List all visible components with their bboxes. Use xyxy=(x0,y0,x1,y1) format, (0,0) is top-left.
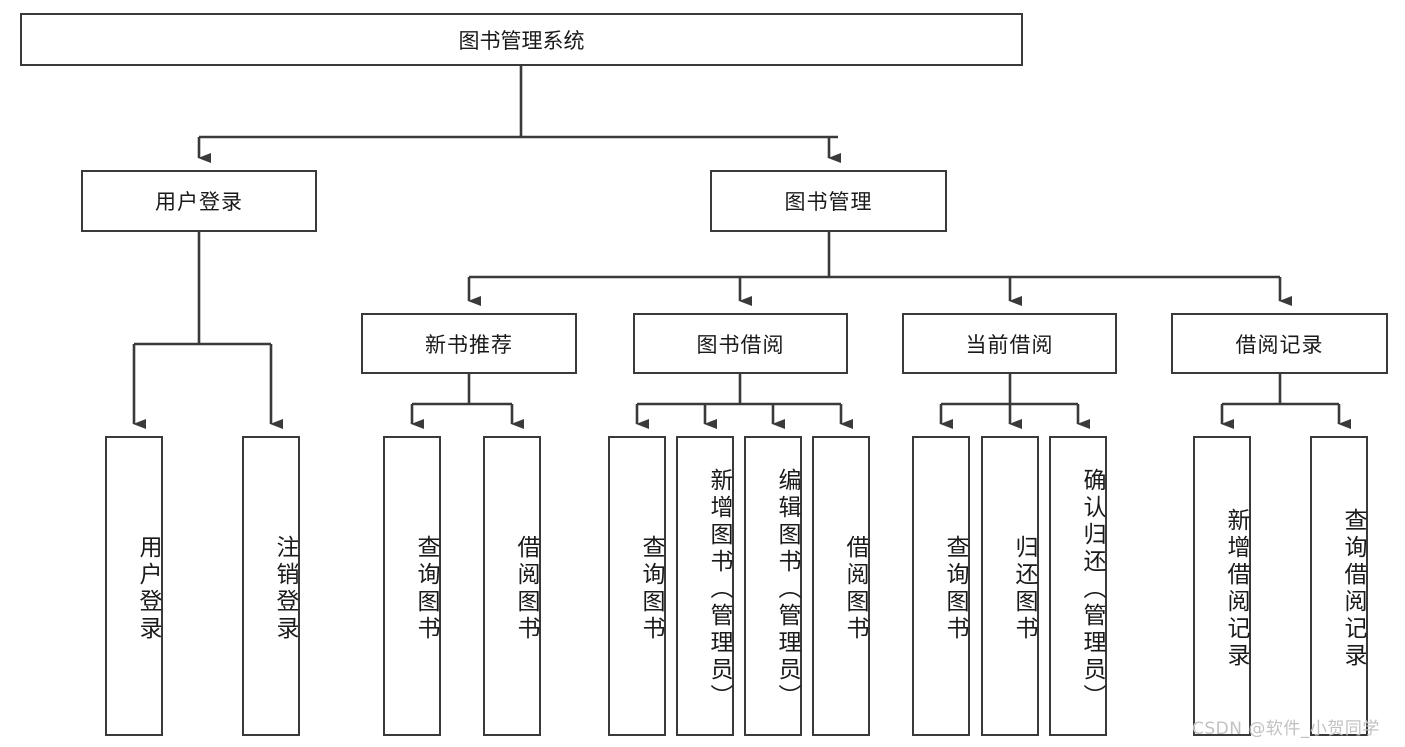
node-leaf-user-logout-label: 注销登录 xyxy=(272,535,298,643)
node-borrow-record-label: 借阅记录 xyxy=(1235,332,1324,357)
node-leaf-user-login-label: 用户登录 xyxy=(135,535,161,643)
node-leaf-confirm-return[interactable]: 确认归还（管理员） xyxy=(1049,436,1107,736)
node-root-label: 图书管理系统 xyxy=(458,28,585,53)
node-root[interactable]: 图书管理系统 xyxy=(20,13,1023,66)
node-leaf-query-book-3[interactable]: 查询图书 xyxy=(912,436,970,736)
node-leaf-add-book[interactable]: 新增图书（管理员） xyxy=(676,436,734,736)
node-new-book-rec-label: 新书推荐 xyxy=(425,332,513,357)
node-new-book-rec[interactable]: 新书推荐 xyxy=(361,313,577,374)
node-user-login-label: 用户登录 xyxy=(155,190,243,214)
node-leaf-query-book-1-label: 查询图书 xyxy=(413,535,439,643)
node-current-borrow[interactable]: 当前借阅 xyxy=(902,313,1117,374)
node-book-borrow[interactable]: 图书借阅 xyxy=(633,313,848,374)
node-leaf-borrow-book-2-label: 借阅图书 xyxy=(842,535,868,643)
node-leaf-borrow-book-1-label: 借阅图书 xyxy=(513,535,539,643)
node-current-borrow-label: 当前借阅 xyxy=(965,332,1054,357)
node-leaf-edit-book-label: 编辑图书（管理员） xyxy=(774,467,800,711)
node-leaf-query-book-2[interactable]: 查询图书 xyxy=(608,436,666,736)
node-leaf-borrow-book-2[interactable]: 借阅图书 xyxy=(812,436,870,736)
node-borrow-record[interactable]: 借阅记录 xyxy=(1171,313,1388,374)
node-book-manage[interactable]: 图书管理 xyxy=(710,170,947,232)
node-leaf-query-book-1[interactable]: 查询图书 xyxy=(383,436,441,736)
node-leaf-return-book-label: 归还图书 xyxy=(1011,535,1037,643)
node-leaf-query-book-3-label: 查询图书 xyxy=(942,535,968,643)
node-leaf-borrow-book-1[interactable]: 借阅图书 xyxy=(483,436,541,736)
node-leaf-query-record[interactable]: 查询借阅记录 xyxy=(1310,436,1368,736)
node-leaf-add-record-label: 新增借阅记录 xyxy=(1223,508,1249,670)
node-leaf-query-book-2-label: 查询图书 xyxy=(638,535,664,643)
node-leaf-user-logout[interactable]: 注销登录 xyxy=(242,436,300,736)
node-leaf-confirm-return-label: 确认归还（管理员） xyxy=(1079,467,1105,711)
node-book-manage-label: 图书管理 xyxy=(784,190,873,214)
node-user-login[interactable]: 用户登录 xyxy=(81,170,317,232)
node-leaf-query-record-label: 查询借阅记录 xyxy=(1340,508,1366,670)
node-leaf-add-book-label: 新增图书（管理员） xyxy=(706,467,732,711)
node-leaf-edit-book[interactable]: 编辑图书（管理员） xyxy=(744,436,802,736)
node-leaf-add-record[interactable]: 新增借阅记录 xyxy=(1193,436,1251,736)
node-leaf-user-login[interactable]: 用户登录 xyxy=(105,436,163,736)
node-book-borrow-label: 图书借阅 xyxy=(696,332,785,357)
node-leaf-return-book[interactable]: 归还图书 xyxy=(981,436,1039,736)
